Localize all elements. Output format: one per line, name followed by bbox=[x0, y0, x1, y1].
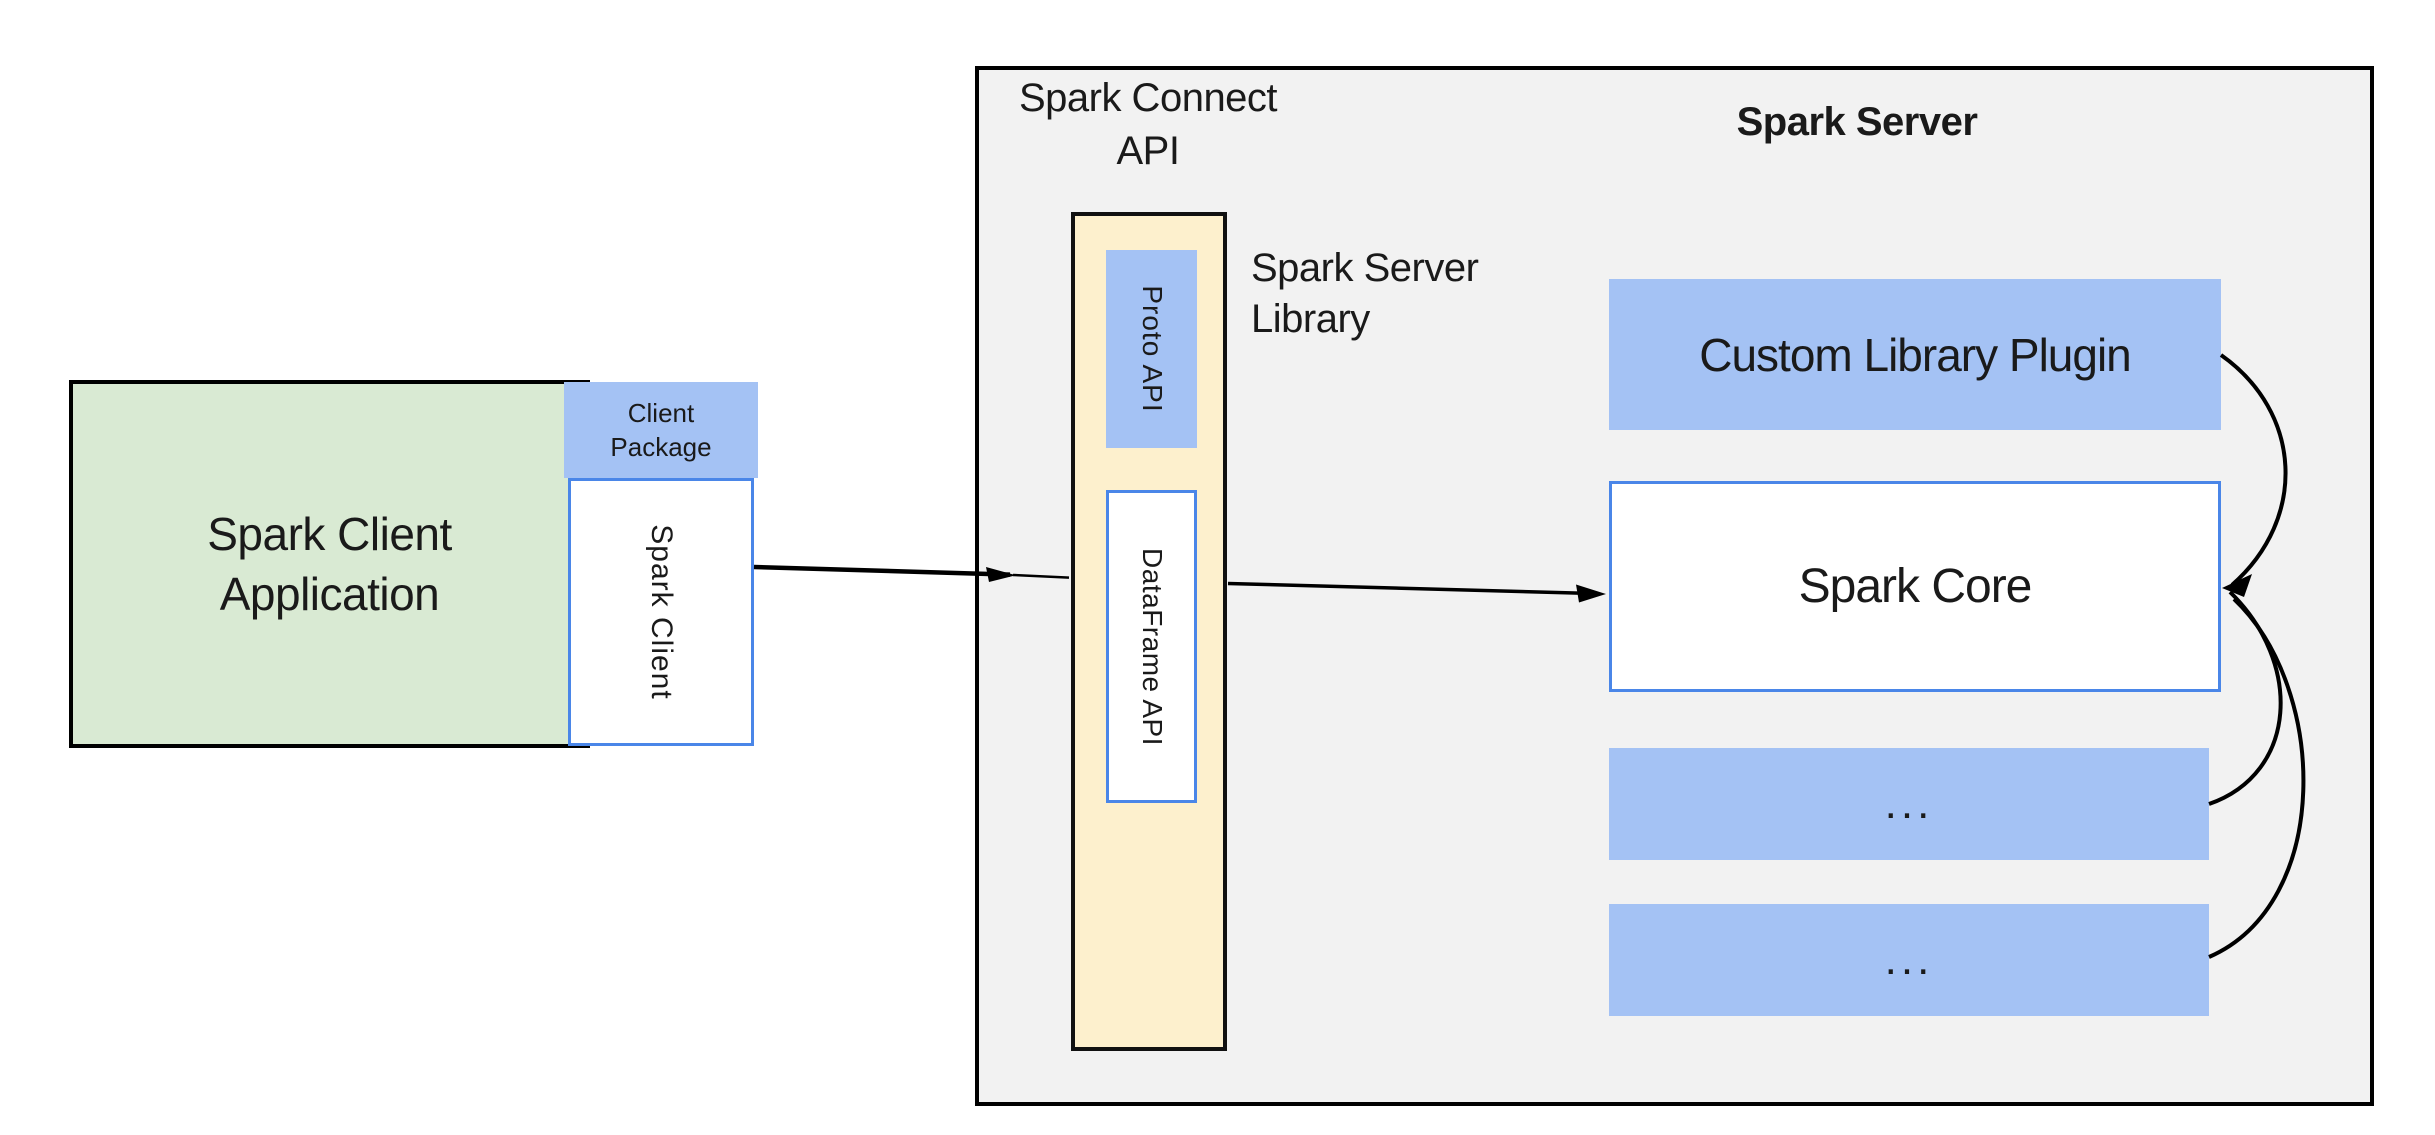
spark-client-box: Spark Client bbox=[568, 478, 754, 746]
spark-client-application-box: Spark Client Application bbox=[69, 380, 590, 748]
plugin-placeholder-box-2: ... bbox=[1609, 904, 2209, 1016]
custom-library-plugin-box: Custom Library Plugin bbox=[1609, 279, 2221, 430]
client-to-connect-arrow-line bbox=[753, 564, 1011, 577]
spark-server-library-label: Spark Server Library bbox=[1251, 246, 1479, 341]
proto-api-box: Proto API bbox=[1106, 250, 1197, 448]
spark-server-title: Spark Server bbox=[1736, 100, 1978, 144]
spark-client-label: Spark Client bbox=[645, 524, 678, 700]
proto-api-label: Proto API bbox=[1136, 285, 1168, 413]
spark-core-box: Spark Core bbox=[1609, 481, 2221, 692]
dataframe-api-box: DataFrame API bbox=[1106, 490, 1197, 803]
dataframe-api-label: DataFrame API bbox=[1136, 547, 1168, 746]
client-package-box: Client Package bbox=[564, 382, 758, 478]
spark-connect-api-title: Spark Connect API bbox=[1018, 76, 1278, 173]
plugin-placeholder-box-1: ... bbox=[1609, 748, 2209, 860]
